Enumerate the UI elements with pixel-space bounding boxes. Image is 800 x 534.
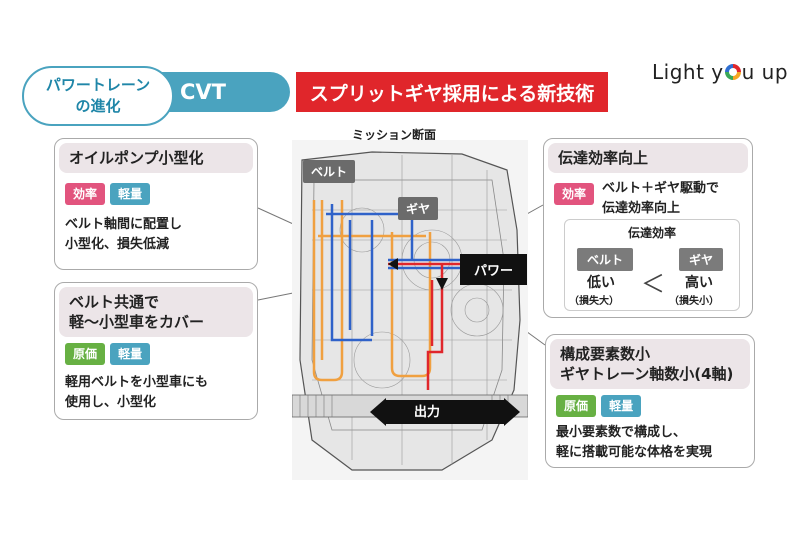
compare-low: 低い <box>587 275 615 291</box>
logo-text-1: Light y <box>652 60 724 84</box>
oil-pump-desc: ベルト軸間に配置し 小型化、損失低減 <box>65 215 182 255</box>
output-label: 出力 <box>414 405 441 420</box>
power-label: パワー <box>460 254 528 285</box>
compare-loss-small: （損失小） <box>669 296 719 307</box>
diagram-caption: ミッション断面 <box>352 128 437 142</box>
oil-pump-desc-line1: ベルト軸間に配置し <box>65 217 183 232</box>
components-desc: 最小要素数で構成し、 軽に搭載可能な体格を実現 <box>556 423 712 463</box>
belt-path-left <box>312 200 344 382</box>
logo-text-2: u up <box>741 60 789 84</box>
components-desc-line1: 最小要素数で構成し、 <box>556 425 687 440</box>
oil-pump-title: オイルポンプ小型化 <box>59 143 253 173</box>
tag-lightweight: 軽量 <box>110 183 151 205</box>
belt-common-title-line2: 軽～小型車をカバー <box>69 313 205 331</box>
output-double-arrow <box>370 398 520 426</box>
efficiency-desc-line2: 伝達効率向上 <box>602 201 681 216</box>
belt-common-desc-line2: 使用し、小型化 <box>65 395 157 410</box>
efficiency-tags: 効率 <box>554 183 595 205</box>
efficiency-desc-line1: ベルト＋ギヤ駆動で <box>602 181 720 196</box>
oil-pump-tags: 効率 軽量 <box>65 183 151 205</box>
belt-common-callout: ベルト共通で 軽～小型車をカバー 原価 軽量 軽用ベルトを小型車にも 使用し、小… <box>54 282 258 420</box>
components-title-line1: 構成要素数小 <box>560 345 651 363</box>
efficiency-title: 伝達効率向上 <box>548 143 748 173</box>
compare-belt-label: ベルト <box>577 248 634 271</box>
split-title-text: スプリットギヤ採用による新技術 <box>309 82 595 105</box>
efficiency-desc: ベルト＋ギヤ駆動で 伝達効率向上 <box>602 179 719 219</box>
belt-common-title: ベルト共通で 軽～小型車をカバー <box>59 287 253 337</box>
components-callout: 構成要素数小 ギヤトレーン軸数小(4軸) 原価 軽量 最小要素数で構成し、 軽に… <box>545 334 755 468</box>
belt-common-desc: 軽用ベルトを小型車にも 使用し、小型化 <box>65 373 208 413</box>
tag-efficiency: 効率 <box>65 183 106 205</box>
compare-high: 高い <box>685 275 713 291</box>
belt-common-title-line1: ベルト共通で <box>69 293 160 311</box>
components-title: 構成要素数小 ギヤトレーン軸数小(4軸) <box>550 339 750 389</box>
tag-efficiency: 効率 <box>554 183 595 205</box>
belt-path-right <box>390 232 432 378</box>
split-gear-title: スプリットギヤ採用による新技術 <box>296 72 608 112</box>
tag-lightweight: 軽量 <box>110 343 151 365</box>
logo-ring-icon <box>724 64 741 80</box>
cvt-label: CVT <box>180 80 226 104</box>
components-title-line2: ギヤトレーン軸数小(4軸) <box>560 365 734 383</box>
components-tags: 原価 軽量 <box>556 395 642 417</box>
belt-label: ベルト <box>303 160 356 183</box>
components-desc-line2: 軽に搭載可能な体格を実現 <box>556 445 713 460</box>
transmission-cross-section <box>292 140 528 480</box>
gear-label: ギヤ <box>398 197 439 220</box>
belt-common-tags: 原価 軽量 <box>65 343 151 365</box>
tag-lightweight: 軽量 <box>601 395 642 417</box>
powertrain-evolution-bubble: パワートレーン の進化 <box>22 66 174 126</box>
bubble-line-2: の進化 <box>75 97 121 115</box>
tag-cost: 原価 <box>65 343 106 365</box>
oil-pump-desc-line2: 小型化、損失低減 <box>65 237 170 252</box>
tag-cost: 原価 <box>556 395 597 417</box>
compare-gear-label: ギヤ <box>679 248 724 271</box>
efficiency-comparison-title: 伝達効率 <box>627 226 676 240</box>
bubble-line-1: パワートレーン <box>45 76 151 94</box>
compare-loss-big: （損失大） <box>569 296 619 307</box>
light-you-up-logo: Light y u up <box>652 60 788 84</box>
belt-common-desc-line1: 軽用ベルトを小型車にも <box>65 375 209 390</box>
compare-less-than: ＜ <box>641 270 665 298</box>
efficiency-comparison: 伝達効率 ベルト ギヤ 低い ＜ 高い （損失大） （損失小） <box>564 219 740 311</box>
oil-pump-callout: オイルポンプ小型化 効率 軽量 ベルト軸間に配置し 小型化、損失低減 <box>54 138 258 270</box>
efficiency-callout: 伝達効率向上 効率 ベルト＋ギヤ駆動で 伝達効率向上 伝達効率 ベルト ギヤ 低… <box>543 138 753 318</box>
